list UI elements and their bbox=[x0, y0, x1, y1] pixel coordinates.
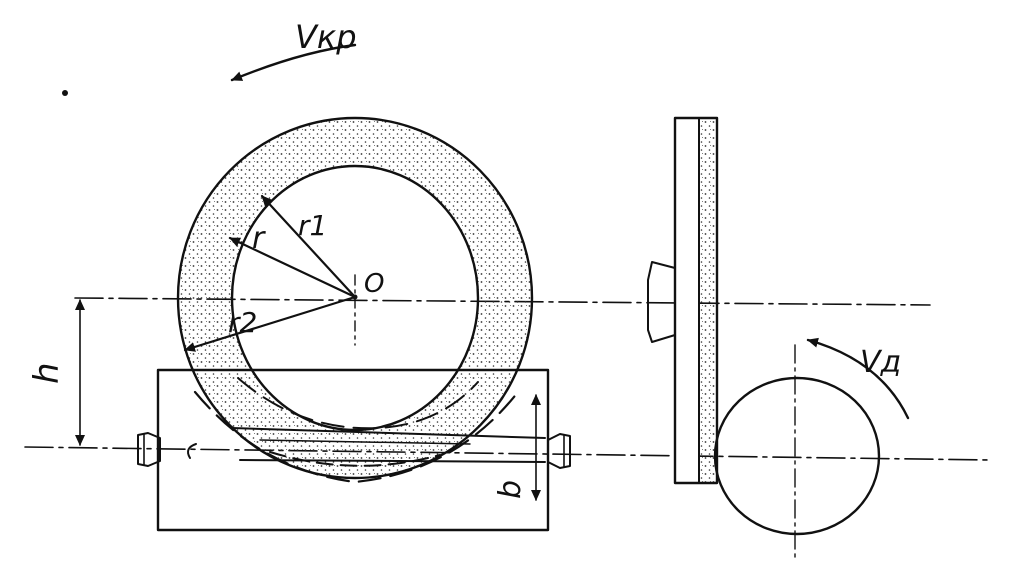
label-r: r bbox=[252, 221, 266, 256]
cylindrical-workpiece bbox=[713, 376, 881, 536]
label-h: h bbox=[27, 362, 67, 384]
shaft-bottom-line bbox=[239, 459, 546, 463]
hidden-inner-contour bbox=[237, 377, 479, 430]
left-end-fixture bbox=[137, 432, 197, 467]
label-v-d: Vд bbox=[860, 345, 901, 380]
label-r1: r1 bbox=[298, 209, 327, 242]
radius-r-line bbox=[228, 236, 357, 299]
lower-centerline bbox=[24, 446, 991, 461]
ink-dot bbox=[62, 90, 68, 96]
hidden-lower-arc bbox=[269, 451, 441, 467]
hidden-wheel-contour bbox=[193, 390, 520, 484]
label-r2: r2 bbox=[228, 306, 257, 339]
label-b: b bbox=[493, 480, 528, 499]
shaft-top-line bbox=[231, 427, 546, 439]
label-center-o: O bbox=[364, 269, 384, 299]
center-point bbox=[352, 294, 358, 300]
radius-r2-line bbox=[183, 295, 357, 352]
workpiece-velocity-arrow bbox=[806, 337, 910, 420]
right-end-fixture bbox=[547, 433, 571, 469]
label-v-kr: Vкр bbox=[295, 18, 357, 56]
wheel-side-view bbox=[647, 116, 719, 485]
shaft-mid-line bbox=[259, 439, 471, 445]
grinding-wheel bbox=[176, 116, 534, 480]
radius-r1-line bbox=[260, 194, 357, 299]
wheel-velocity-arrow bbox=[230, 43, 357, 82]
